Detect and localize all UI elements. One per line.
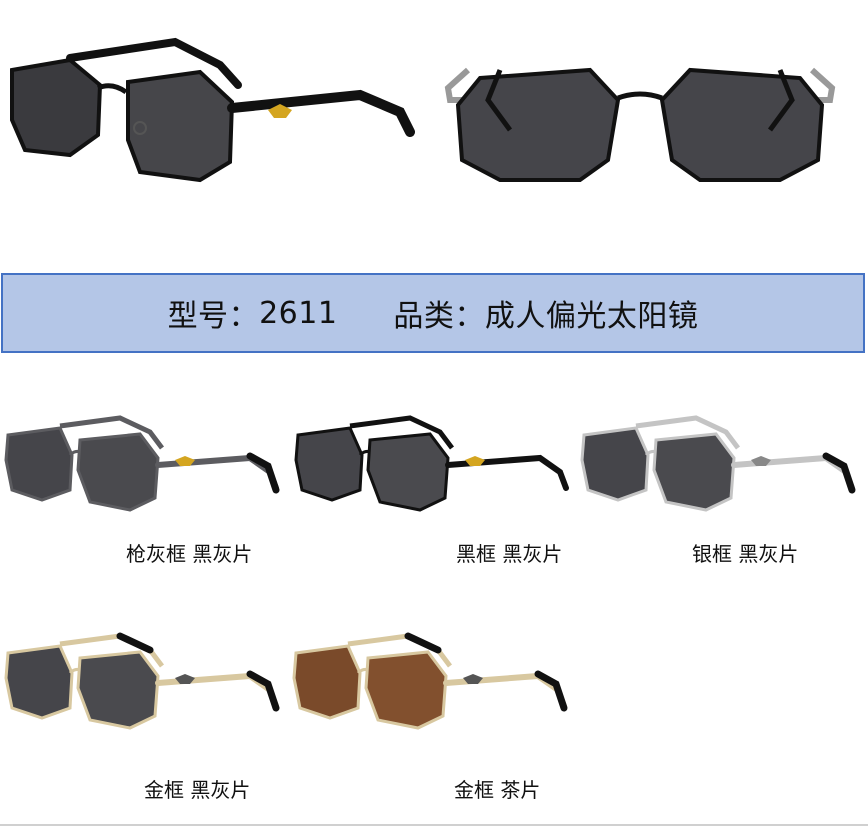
model-number: 2611	[259, 295, 338, 331]
model-label: 型号：	[167, 299, 260, 334]
hero-product-images	[0, 0, 868, 272]
variant-caption: 金框 黑灰片	[144, 778, 251, 802]
variant-black-grey: 黑框 黑灰片	[290, 410, 580, 566]
category-value: 成人偏光太阳镜	[484, 299, 699, 334]
variant-gold-grey: 金框 黑灰片	[0, 628, 290, 802]
variant-silver-grey: 银框 黑灰片	[576, 410, 866, 566]
category-label: 品类：	[393, 299, 485, 334]
variant-caption: 黑框 黑灰片	[456, 542, 563, 566]
sunglasses-angled-view-image	[10, 37, 415, 183]
variant-black-grey-image	[294, 415, 569, 512]
sunglasses-front-view-image	[444, 67, 836, 182]
variant-silver-grey-image	[580, 415, 856, 512]
bottom-divider	[0, 824, 868, 826]
variant-gold-tea-image	[292, 632, 568, 730]
variant-gunmetal-grey-image	[4, 415, 280, 512]
product-info-banner: 型号： 2611 品类： 成人偏光太阳镜	[1, 273, 865, 353]
variant-caption: 枪灰框 黑灰片	[126, 542, 253, 566]
variant-gunmetal-grey: 枪灰框 黑灰片	[0, 410, 290, 566]
variant-caption: 银框 黑灰片	[692, 542, 799, 566]
variant-caption: 金框 茶片	[454, 778, 541, 802]
variant-gold-grey-image	[4, 632, 280, 730]
variant-gold-tea: 金框 茶片	[288, 628, 578, 802]
